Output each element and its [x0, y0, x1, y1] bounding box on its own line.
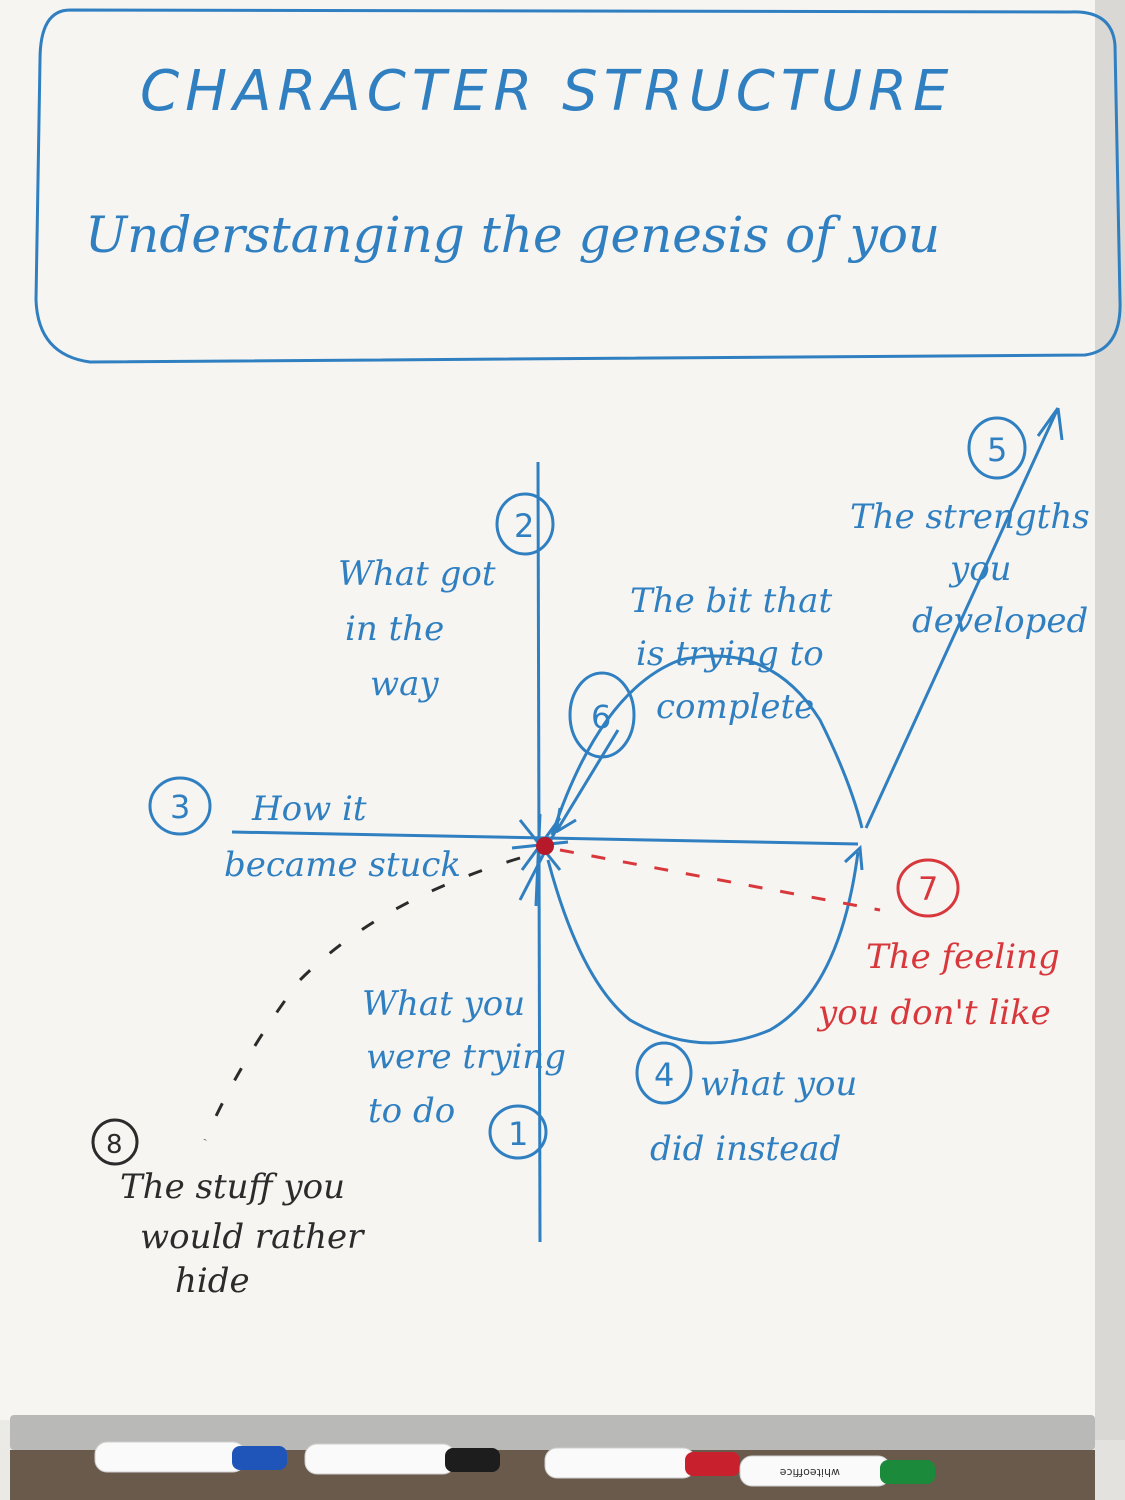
number-circle-4	[635, 1041, 693, 1105]
label-6-line-1: The bit that	[630, 581, 832, 621]
number-7: 7	[918, 870, 938, 908]
number-3: 3	[170, 788, 190, 826]
label-4-line-1: what you	[700, 1064, 857, 1104]
number-circle-2	[495, 492, 555, 556]
label-2-line-2: in the	[345, 609, 444, 649]
marker-blue[interactable]	[94, 1441, 287, 1473]
marker-green[interactable]: whiteoffice	[739, 1455, 935, 1487]
label-5-line-3: developed	[912, 601, 1088, 641]
label-5-line-1: The strengths	[850, 497, 1090, 537]
number-8: 8	[106, 1130, 123, 1160]
marker-black[interactable]	[304, 1443, 500, 1475]
number-circle-5	[967, 416, 1027, 480]
center-dot	[536, 837, 554, 855]
label-7: 7 The feeling you don't like	[816, 858, 1060, 1033]
number-6: 6	[591, 698, 611, 736]
label-6: 6 The bit that is trying to complete	[568, 581, 832, 759]
number-circle-1	[488, 1104, 548, 1160]
label-1-line-2: were trying	[366, 1037, 566, 1077]
number-circle-6	[568, 671, 636, 759]
label-6-line-2: is trying to	[636, 634, 824, 674]
subtitle: Understanging the genesis of you	[85, 206, 940, 264]
label-2: 2 What got in the way	[338, 492, 555, 704]
curve-arrowhead-right	[843, 844, 864, 871]
label-8-line-3: hide	[175, 1261, 250, 1301]
board-surface	[0, 0, 1125, 1420]
label-6-line-3: complete	[656, 687, 814, 727]
marker-tray	[10, 1415, 1095, 1450]
label-3: 3 How it became stuck	[148, 776, 461, 885]
number-2: 2	[514, 507, 534, 545]
marker-brand: whiteoffice	[779, 1466, 840, 1479]
label-8-line-2: would rather	[140, 1217, 365, 1257]
label-8-line-1: The stuff you	[120, 1167, 345, 1207]
marker-red[interactable]	[544, 1447, 740, 1479]
title-box	[34, 8, 1122, 364]
label-4: 4 what you did instead	[635, 1041, 857, 1169]
label-8: 8 The stuff you would rather hide	[91, 1118, 365, 1301]
label-1-line-1: What you	[362, 984, 525, 1024]
black-dashed-line	[203, 856, 521, 1141]
title: CHARACTER STRUCTURE	[140, 59, 954, 124]
curve-upper-arc	[550, 654, 864, 836]
label-3-line-2: became stuck	[224, 845, 461, 885]
label-2-line-3: way	[370, 664, 439, 704]
number-1: 1	[508, 1115, 528, 1153]
red-dashed-line	[559, 848, 881, 912]
curve-lower-loop	[546, 851, 860, 1045]
number-circle-7	[896, 858, 960, 918]
label-7-line-1: The feeling	[866, 937, 1060, 977]
label-5: 5 The strengths you developed	[850, 416, 1090, 641]
curve-rise-arrow	[864, 407, 1064, 829]
label-2-line-1: What got	[338, 554, 496, 594]
board-frame-right	[1095, 0, 1125, 1440]
label-1: 1 What you were trying to do	[362, 984, 566, 1160]
label-5-line-2: you	[948, 549, 1012, 589]
number-5: 5	[987, 431, 1007, 469]
label-1-line-3: to do	[368, 1091, 455, 1131]
number-circle-8	[91, 1118, 139, 1166]
number-4: 4	[654, 1056, 674, 1094]
label-7-line-2: you don't like	[816, 993, 1051, 1033]
label-4-line-2: did instead	[650, 1129, 841, 1169]
number-circle-3	[148, 776, 212, 836]
label-3-line-1: How it	[251, 789, 367, 829]
